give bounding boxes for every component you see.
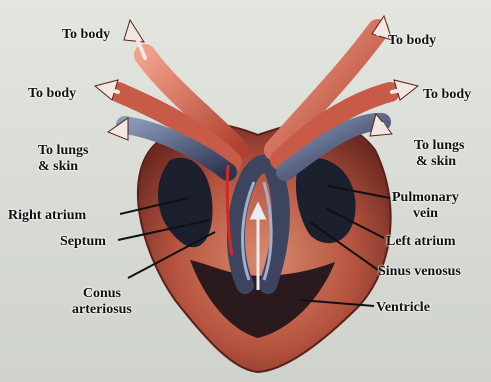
label-to-body-top-left: To body	[62, 27, 110, 43]
label-pulmonary-line1: Pulmonary	[392, 190, 459, 206]
label-to-lungs-right-line1: To lungs	[414, 138, 464, 154]
label-ventricle: Ventricle	[376, 300, 430, 316]
label-to-body-top-right: To body	[388, 33, 436, 49]
label-conus-line2: arteriosus	[72, 302, 132, 318]
label-right-atrium: Right atrium	[8, 208, 86, 224]
label-septum: Septum	[60, 234, 106, 250]
label-to-lungs-left-line2: & skin	[38, 159, 88, 175]
label-sinus-venosus: Sinus venosus	[378, 264, 461, 280]
label-pulmonary-vein: Pulmonary vein	[392, 190, 459, 222]
label-to-body-right: To body	[423, 87, 471, 103]
label-to-body-left: To body	[28, 86, 76, 102]
label-conus-line1: Conus	[72, 286, 132, 302]
label-left-atrium: Left atrium	[386, 234, 456, 250]
label-pulmonary-line2: vein	[392, 206, 459, 222]
label-to-lungs-skin-right: To lungs & skin	[414, 138, 464, 170]
label-to-lungs-right-line2: & skin	[414, 154, 464, 170]
label-conus-arteriosus: Conus arteriosus	[72, 286, 132, 318]
label-to-lungs-left-line1: To lungs	[38, 143, 88, 159]
label-to-lungs-skin-left: To lungs & skin	[38, 143, 88, 175]
